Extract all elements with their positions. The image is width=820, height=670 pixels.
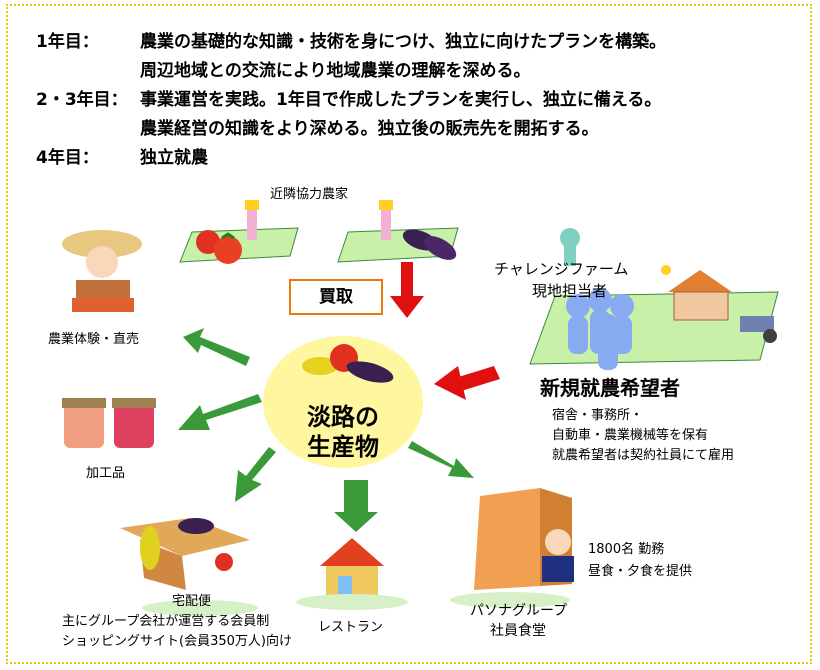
- tractor-icon: [740, 316, 777, 343]
- house-icon: [668, 270, 732, 321]
- delivery-label: 宅配便: [172, 594, 212, 609]
- processed-label: 加工品: [86, 466, 126, 481]
- delivery-detail: 主にグループ会社が運営する会員制: [62, 614, 270, 629]
- farmer-illustration: [62, 230, 142, 312]
- plan-line: 独立就農: [140, 148, 208, 168]
- eggplants-icon: [402, 229, 457, 260]
- ground-shadow: [142, 600, 258, 616]
- plan-line: 周辺地域との交流により地域農業の理解を深める。: [140, 61, 531, 81]
- delivery-detail: ショッピングサイト(会員350万人)向け: [62, 634, 292, 649]
- tomatoes-icon: [196, 230, 242, 264]
- center-label: 淡路の 生産物: [283, 402, 403, 462]
- plan-year-1: 1年目：: [36, 32, 99, 52]
- distribution-arrows: [178, 328, 474, 532]
- neighbor-farmers-label: 近隣協力農家: [270, 187, 349, 202]
- new-farmers-detail: 宿舎・事務所・: [552, 408, 644, 423]
- restaurant-label: レストラン: [318, 620, 384, 635]
- building-illustration: [474, 488, 574, 590]
- supply-arrow: [434, 366, 500, 400]
- plan-line: 事業運営を実践。1年目で作成したプランを実行し、独立に備える。: [140, 90, 662, 110]
- experience-label: 農業体験・直売: [48, 332, 140, 347]
- purchase-box: 買取: [289, 279, 383, 315]
- ground-shadow: [450, 592, 570, 608]
- diagram-frame: [6, 4, 812, 664]
- purchase-arrow: [390, 262, 424, 318]
- new-farmers-detail: 自動車・農業機械等を保有: [552, 428, 709, 443]
- center-produce: [263, 336, 423, 468]
- restaurant-illustration: [320, 538, 384, 596]
- people-icon: [566, 288, 634, 370]
- plan-line: 農業経営の知識をより深める。独立後の販売先を開拓する。: [140, 119, 599, 139]
- plan-line: 農業の基礎的な知識・技術を身につけ、独立に向けたプランを構築。: [140, 32, 667, 52]
- new-farmers-detail: 就農希望者は契約社員にて雇用: [552, 448, 735, 463]
- ground-shadow: [296, 594, 408, 610]
- plan-year-2: 2・3年目：: [36, 90, 128, 110]
- staff-count-label: 1800名 勤務: [588, 542, 665, 557]
- center-label-line: 淡路の: [307, 403, 379, 431]
- local-staff-label: 現地担当者: [532, 282, 608, 300]
- staff-cafeteria-label: 社員食堂: [490, 623, 546, 639]
- sun-icon: [661, 265, 671, 275]
- jars-illustration: [62, 398, 156, 448]
- center-label-line: 生産物: [307, 433, 379, 461]
- delivery-box-illustration: [120, 518, 250, 590]
- meals-label: 昼食・夕食を提供: [588, 564, 693, 579]
- new-farmers-label: 新規就農希望者: [540, 376, 680, 400]
- challenge-farm-label: チャレンジファーム: [494, 260, 629, 278]
- plan-year-4: 4年目：: [36, 148, 99, 168]
- pasona-label: パソナグループ: [470, 603, 568, 619]
